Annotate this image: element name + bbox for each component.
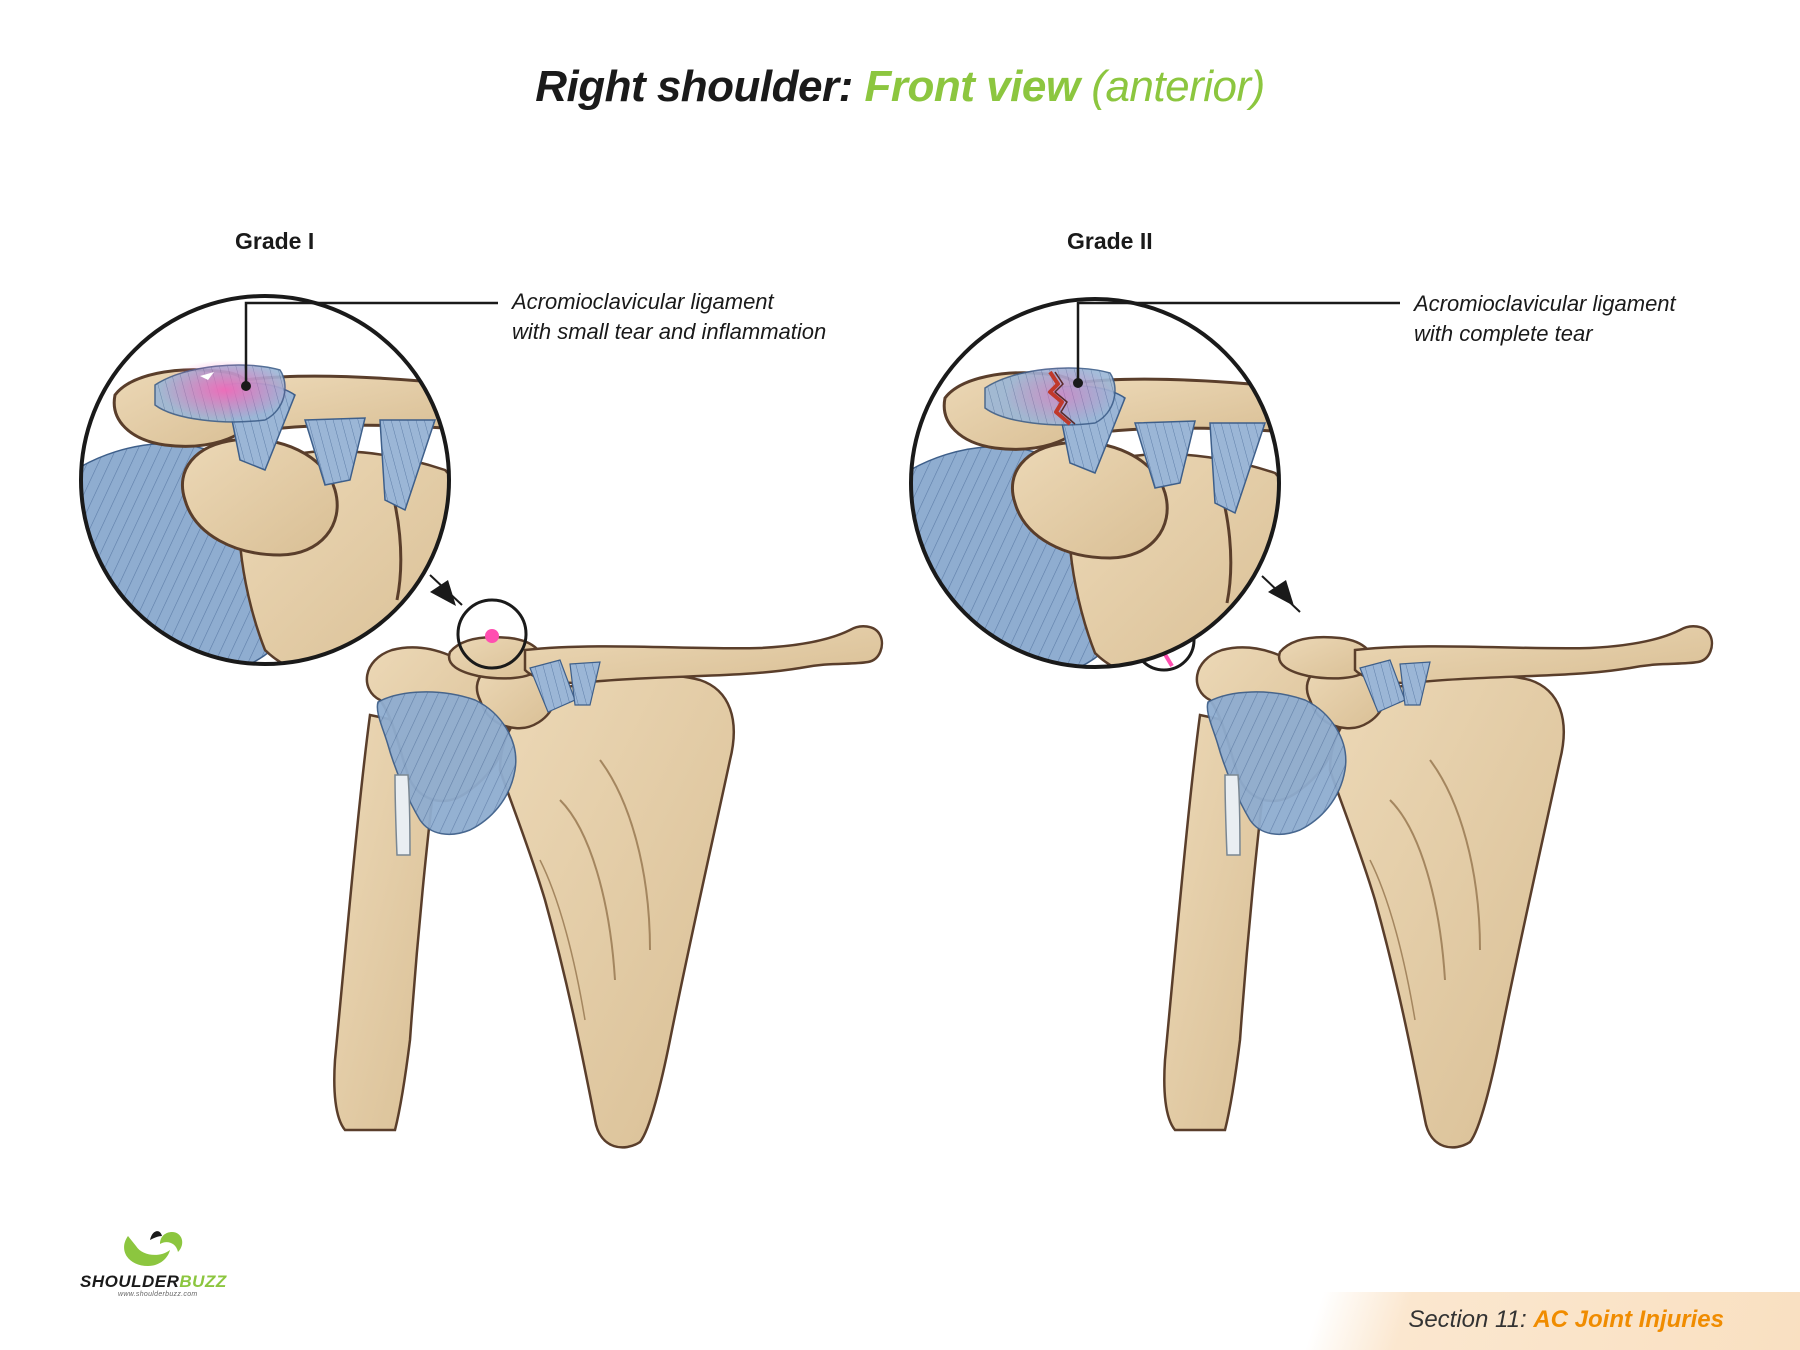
logo-url: www.shoulderbuzz.com xyxy=(118,1291,198,1298)
footer-topic: AC Joint Injuries xyxy=(1533,1306,1724,1333)
title-separator: : xyxy=(838,62,854,111)
grade-1-callout-line1: Acromioclavicular ligament xyxy=(512,289,774,314)
grade-2-magnifier-ring xyxy=(909,297,1281,669)
grade-1-zoom-pointer xyxy=(430,580,456,606)
grade-1-zoom-ring xyxy=(456,598,528,670)
grade-1-label: Grade I xyxy=(235,228,315,254)
page-title: Right shoulder: Front view (anterior) xyxy=(0,62,1800,112)
grade-2-tear xyxy=(1048,370,1072,426)
footer-section-label: Section 11: AC Joint Injuries xyxy=(1408,1306,1724,1334)
grade-2-leader-line xyxy=(1076,301,1400,383)
grade-1-callout-line2: with small tear and inflammation xyxy=(512,319,827,344)
shoulderbuzz-logo: SHOULDERBUZZ www.shoulderbuzz.com xyxy=(80,1272,227,1298)
grade-1-inflammation xyxy=(160,360,290,420)
shoulderbuzz-logo-mark xyxy=(124,1231,183,1266)
title-part1: Right shoulder xyxy=(535,62,839,111)
grade-1-shoulder xyxy=(333,598,884,1149)
grade-1-inflammation-marker xyxy=(485,629,499,643)
grade-2-callout-line1: Acromioclavicular ligament xyxy=(1414,291,1676,316)
grade-2-magnified-view xyxy=(911,299,1279,667)
grade-1-magnified-view xyxy=(81,296,449,664)
logo-name-part1: SHOULDER xyxy=(80,1272,180,1291)
grade-2-label: Grade II xyxy=(1067,228,1153,254)
grade-2-shoulder xyxy=(1132,608,1714,1149)
grade-1-magnifier-ring xyxy=(79,294,451,666)
footer-section: Section 11: xyxy=(1408,1306,1527,1333)
grade-1-leader-line xyxy=(244,301,498,386)
title-part3: (anterior) xyxy=(1091,62,1265,111)
grade-2-callout: Acromioclavicular ligament with complete… xyxy=(1414,289,1676,349)
grade-1-callout: Acromioclavicular ligament with small te… xyxy=(512,287,826,347)
grade-2-callout-line2: with complete tear xyxy=(1414,321,1593,346)
title-part2: Front view xyxy=(864,62,1081,111)
logo-name-part2: BUZZ xyxy=(179,1272,227,1291)
